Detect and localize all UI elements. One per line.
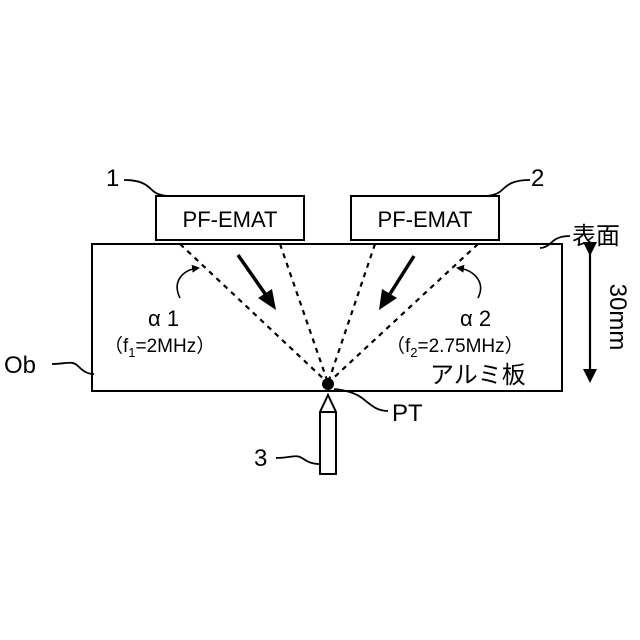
material-label: アルミ板	[430, 362, 526, 389]
leader-3	[276, 456, 320, 464]
surface-label: 表面	[572, 223, 620, 250]
alpha-1-label: α 1	[148, 306, 179, 331]
alpha-2-angle-arrow	[458, 268, 481, 298]
sensor-2-label: PF-EMAT	[378, 207, 473, 232]
ref-label-3: 3	[254, 445, 267, 472]
sensor-2: PF-EMAT	[351, 196, 499, 240]
alpha-2-label: α 2	[460, 306, 491, 331]
pt-label: PT	[392, 400, 423, 427]
ref-label-1: 1	[106, 165, 119, 192]
beam-2-arrowhead	[379, 289, 397, 310]
point-pt	[322, 378, 334, 390]
leader-surface	[540, 236, 570, 248]
leader-2	[484, 180, 530, 196]
alpha-1-frequency: （f1=2MHz）	[104, 335, 215, 360]
leader-ob	[52, 363, 94, 374]
alpha-1-angle-arrow	[177, 268, 198, 298]
leader-1	[124, 180, 170, 196]
beam-1-outer	[180, 244, 328, 383]
sensor-1-label: PF-EMAT	[183, 207, 278, 232]
sensor-1: PF-EMAT	[156, 196, 304, 240]
ob-label: Ob	[4, 352, 36, 379]
beam-1-inner	[280, 244, 328, 383]
beam-1-arrowhead	[258, 289, 276, 310]
thickness-label: 30mm	[604, 284, 631, 351]
leader-pt	[334, 389, 388, 411]
alpha-2-frequency: （f2=2.75MHz）	[386, 335, 524, 360]
probe-3	[320, 395, 336, 474]
ref-label-2: 2	[531, 165, 544, 192]
beam-1-direction-arrow	[238, 255, 268, 298]
beam-2-direction-arrow	[388, 256, 414, 297]
